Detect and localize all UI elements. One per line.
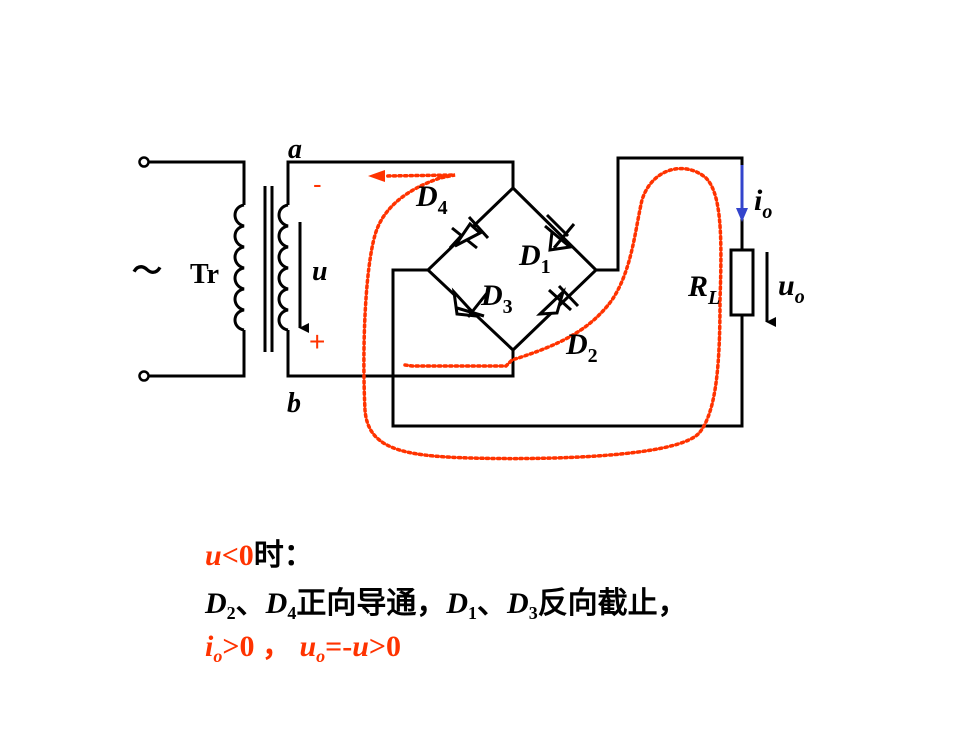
caption-d2: D (205, 587, 227, 620)
caption-sep-2: 、 (477, 587, 508, 620)
caption-uo-sub: o (316, 646, 326, 666)
current-path (362, 167, 723, 461)
caption-line-3: io>0 ， uo=-u>0 (205, 621, 401, 665)
caption-reverse-off: 反向截止， (537, 587, 688, 620)
d1-label: D1 (518, 239, 551, 278)
node-b-label: b (287, 388, 301, 419)
caption-io: i (205, 630, 214, 663)
caption-d2-sub: 2 (226, 603, 236, 623)
diode-d4 (448, 215, 490, 250)
caption-sep-1: 、 (235, 587, 266, 620)
caption-u2: u (352, 630, 369, 663)
caption-io-cmp: >0 ， (222, 630, 300, 663)
caption-d3: D (507, 587, 529, 620)
caption-d1-sub: 1 (468, 603, 478, 623)
d4-label: D4 (415, 180, 448, 219)
wires (149, 156, 744, 428)
caption-d4: D (265, 587, 288, 620)
minus-sign: - (313, 169, 322, 199)
caption-when: 时： (253, 539, 314, 572)
caption-d4-sub: 4 (287, 603, 297, 623)
caption-io-sub: o (213, 646, 223, 666)
rl-label: RL (687, 270, 720, 309)
current-path-arrowhead (368, 170, 385, 182)
caption-var-u: u (205, 539, 222, 572)
diode-d1 (544, 213, 576, 252)
transformer-core (263, 186, 274, 352)
output-current-arrow (736, 165, 748, 222)
input-terminal-bottom (138, 370, 150, 382)
caption-d1: D (446, 587, 469, 620)
voltage-u-label: u (312, 256, 328, 287)
uo-label: uo (778, 269, 805, 308)
caption-cond: <0 (221, 539, 254, 572)
diode-d3 (451, 287, 489, 318)
plus-sign: + (309, 326, 325, 357)
caption-eq: =- (325, 630, 353, 663)
source-symbol: ～ (132, 255, 162, 288)
caption-end: >0 (368, 630, 402, 663)
caption-line-2: D2、D4正向导通，D1、D3反向截止， (205, 578, 688, 622)
load-resistor (729, 248, 755, 317)
transformer-label: Tr (190, 259, 219, 290)
input-terminal-top (138, 156, 150, 168)
secondary-coil (277, 203, 289, 332)
caption-d3-sub: 3 (528, 603, 538, 623)
primary-coil (233, 203, 245, 332)
caption-forward-on: 正向导通， (296, 587, 447, 620)
caption-line-1: u<0时： (205, 530, 314, 574)
d3-label: D3 (480, 279, 513, 318)
diode-d2 (536, 284, 580, 316)
d2-label: D2 (565, 328, 598, 367)
io-label: io (754, 184, 772, 223)
caption-uo: u (299, 630, 317, 663)
node-a-label: a (288, 134, 302, 165)
